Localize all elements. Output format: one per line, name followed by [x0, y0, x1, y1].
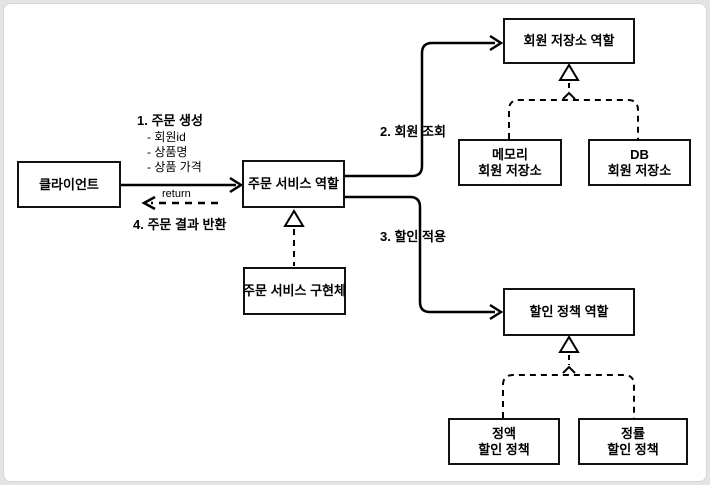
node-db-member-repo-line2: 회원 저장소 [607, 162, 672, 178]
label-step4: 4. 주문 결과 반환 [133, 217, 227, 232]
node-fixed-discount-policy: 정액 할인 정책 [448, 418, 560, 465]
node-rate-discount-policy-line1: 정률 [621, 425, 645, 441]
node-rate-discount-policy-line2: 할인 정책 [607, 441, 659, 457]
node-fixed-discount-policy-line2: 할인 정책 [478, 441, 530, 457]
node-client-label: 클라이언트 [39, 176, 99, 192]
node-client: 클라이언트 [17, 161, 121, 208]
label-step1-title: 1. 주문 생성 [137, 113, 203, 128]
node-member-repo-role-label: 회원 저장소 역할 [523, 33, 615, 48]
node-memory-member-repo: 메모리 회원 저장소 [458, 139, 562, 186]
node-order-service-impl: 주문 서비스 구현체 [243, 267, 346, 315]
realization-discount-policies [502, 335, 635, 418]
diagram-card [3, 3, 707, 482]
arrow-member-query [345, 34, 504, 178]
node-order-service-impl-label: 주문 서비스 구현체 [243, 283, 346, 298]
realization-member-repos [508, 63, 639, 139]
node-discount-policy-role: 할인 정책 역할 [503, 288, 635, 336]
realization-order-impl [283, 209, 305, 266]
label-step1-item-product-name: - 상품명 [147, 145, 188, 159]
node-member-repo-role: 회원 저장소 역할 [503, 18, 635, 64]
label-return: return [162, 188, 191, 200]
label-step2: 2. 회원 조회 [380, 124, 446, 139]
label-step3: 3. 할인 적용 [380, 229, 446, 244]
node-memory-member-repo-line1: 메모리 [492, 146, 528, 162]
node-fixed-discount-policy-line1: 정액 [492, 425, 516, 441]
node-rate-discount-policy: 정률 할인 정책 [578, 418, 688, 465]
node-order-service-role-label: 주문 서비스 역할 [248, 176, 339, 191]
arrow-order-return [141, 195, 218, 211]
node-discount-policy-role-label: 할인 정책 역할 [529, 304, 609, 319]
arrow-discount-apply [345, 195, 504, 321]
node-db-member-repo: DB 회원 저장소 [588, 139, 691, 186]
arrow-order-create [121, 176, 244, 194]
node-order-service-role: 주문 서비스 역할 [242, 160, 345, 208]
node-db-member-repo-line1: DB [630, 146, 649, 162]
label-step1-item-product-price: - 상품 가격 [147, 160, 202, 174]
node-memory-member-repo-line2: 회원 저장소 [478, 162, 542, 178]
label-step1-item-member-id: - 회원id [147, 130, 186, 144]
